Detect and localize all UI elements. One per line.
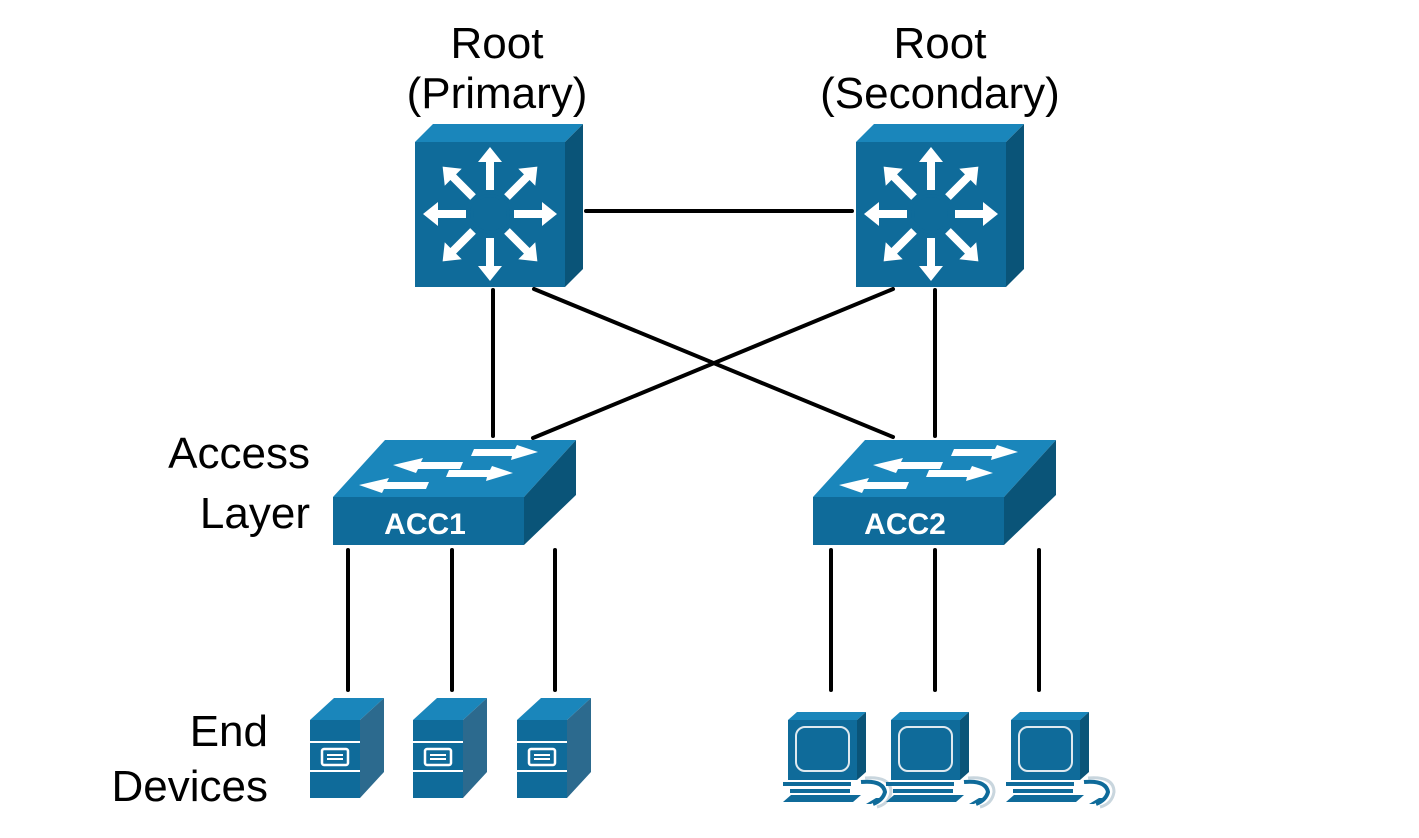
- root-primary-switch[interactable]: [395, 119, 585, 309]
- server-3[interactable]: [515, 696, 593, 800]
- root-primary-label-line1: Root: [451, 19, 544, 68]
- pc-2[interactable]: [884, 710, 996, 809]
- pc-icon: [781, 710, 893, 809]
- pc-icon: [1004, 710, 1116, 809]
- multilayer-switch-icon: [395, 119, 585, 309]
- acc2-switch[interactable]: ACC2: [813, 440, 1056, 545]
- root-secondary-label-line2: (Secondary): [820, 69, 1060, 118]
- server-2[interactable]: [411, 696, 489, 800]
- link-secondary-acc1: [531, 287, 895, 440]
- server-icon: [411, 696, 489, 800]
- server-1[interactable]: [308, 696, 386, 800]
- links: [346, 209, 1041, 692]
- access-layer-label-line1: Access: [168, 429, 310, 478]
- root-primary-label-line2: (Primary): [407, 69, 588, 118]
- pc-1[interactable]: [781, 710, 893, 809]
- end-devices-label-line2: Devices: [112, 762, 269, 811]
- server-icon: [308, 696, 386, 800]
- root-secondary-label-line1: Root: [894, 19, 987, 68]
- end-devices-label-line1: End: [190, 707, 268, 756]
- acc1-switch[interactable]: ACC1: [333, 440, 576, 545]
- acc2-label: ACC2: [864, 508, 946, 541]
- root-secondary-switch[interactable]: [836, 119, 1026, 309]
- server-icon: [515, 696, 593, 800]
- pc-3[interactable]: [1004, 710, 1116, 809]
- pc-icon: [884, 710, 996, 809]
- access-layer-label-line2: Layer: [200, 489, 310, 538]
- acc1-label: ACC1: [384, 508, 466, 541]
- multilayer-switch-icon: [836, 119, 1026, 309]
